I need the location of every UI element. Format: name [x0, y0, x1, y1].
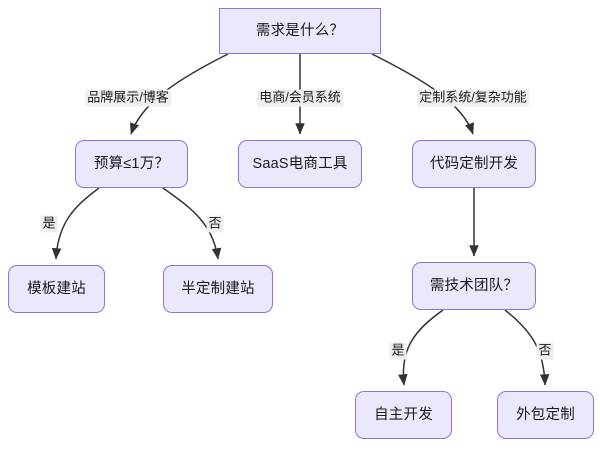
node-label: 需技术团队？ [429, 277, 519, 294]
node-label: 外包定制 [516, 406, 575, 423]
node-label: 需求是什么？ [255, 22, 345, 39]
edge-label-text: 否 [538, 342, 552, 358]
node-budget-decision[interactable]: 预算≤1万？ [75, 140, 188, 188]
edge-label-team-no: 否 [536, 342, 554, 360]
node-custom-code-development[interactable]: 代码定制开发 [412, 140, 536, 188]
node-tech-team-decision[interactable]: 需技术团队？ [412, 262, 536, 310]
node-label: 半定制建站 [181, 280, 255, 297]
edge-label-budget-no: 否 [206, 215, 224, 233]
edge-label-custom-complex: 定制系统/复杂功能 [417, 89, 529, 107]
edge-label-budget-yes: 是 [40, 215, 58, 233]
edge-label-text: 是 [42, 215, 56, 231]
node-saas-ecommerce-tool[interactable]: SaaS电商工具 [238, 140, 362, 188]
node-root-requirement[interactable]: 需求是什么？ [219, 8, 381, 54]
edge-label-text: 品牌展示/博客 [87, 89, 169, 105]
node-label: 代码定制开发 [429, 155, 519, 172]
node-label: 自主开发 [374, 406, 433, 423]
edge-n2-n5 [51, 187, 100, 260]
node-label: 模板建站 [27, 280, 86, 297]
edge-label-brand-blog: 品牌展示/博客 [85, 89, 171, 107]
edge-n7-n8 [398, 309, 444, 386]
edge-label-text: 定制系统/复杂功能 [419, 89, 527, 105]
node-in-house-development[interactable]: 自主开发 [355, 391, 452, 439]
edge-label-text: 否 [208, 215, 222, 231]
edge-label-ecommerce-membership: 电商/会员系统 [257, 89, 343, 107]
node-label: SaaS电商工具 [252, 155, 348, 172]
node-template-site[interactable]: 模板建站 [8, 265, 105, 313]
edge-label-text: 电商/会员系统 [259, 89, 341, 105]
node-label: 预算≤1万？ [93, 155, 170, 172]
edge-label-team-yes: 是 [389, 342, 407, 360]
node-outsourced-customization[interactable]: 外包定制 [497, 391, 594, 439]
edge-label-text: 是 [391, 342, 405, 358]
node-semi-custom-site[interactable]: 半定制建站 [163, 265, 273, 313]
